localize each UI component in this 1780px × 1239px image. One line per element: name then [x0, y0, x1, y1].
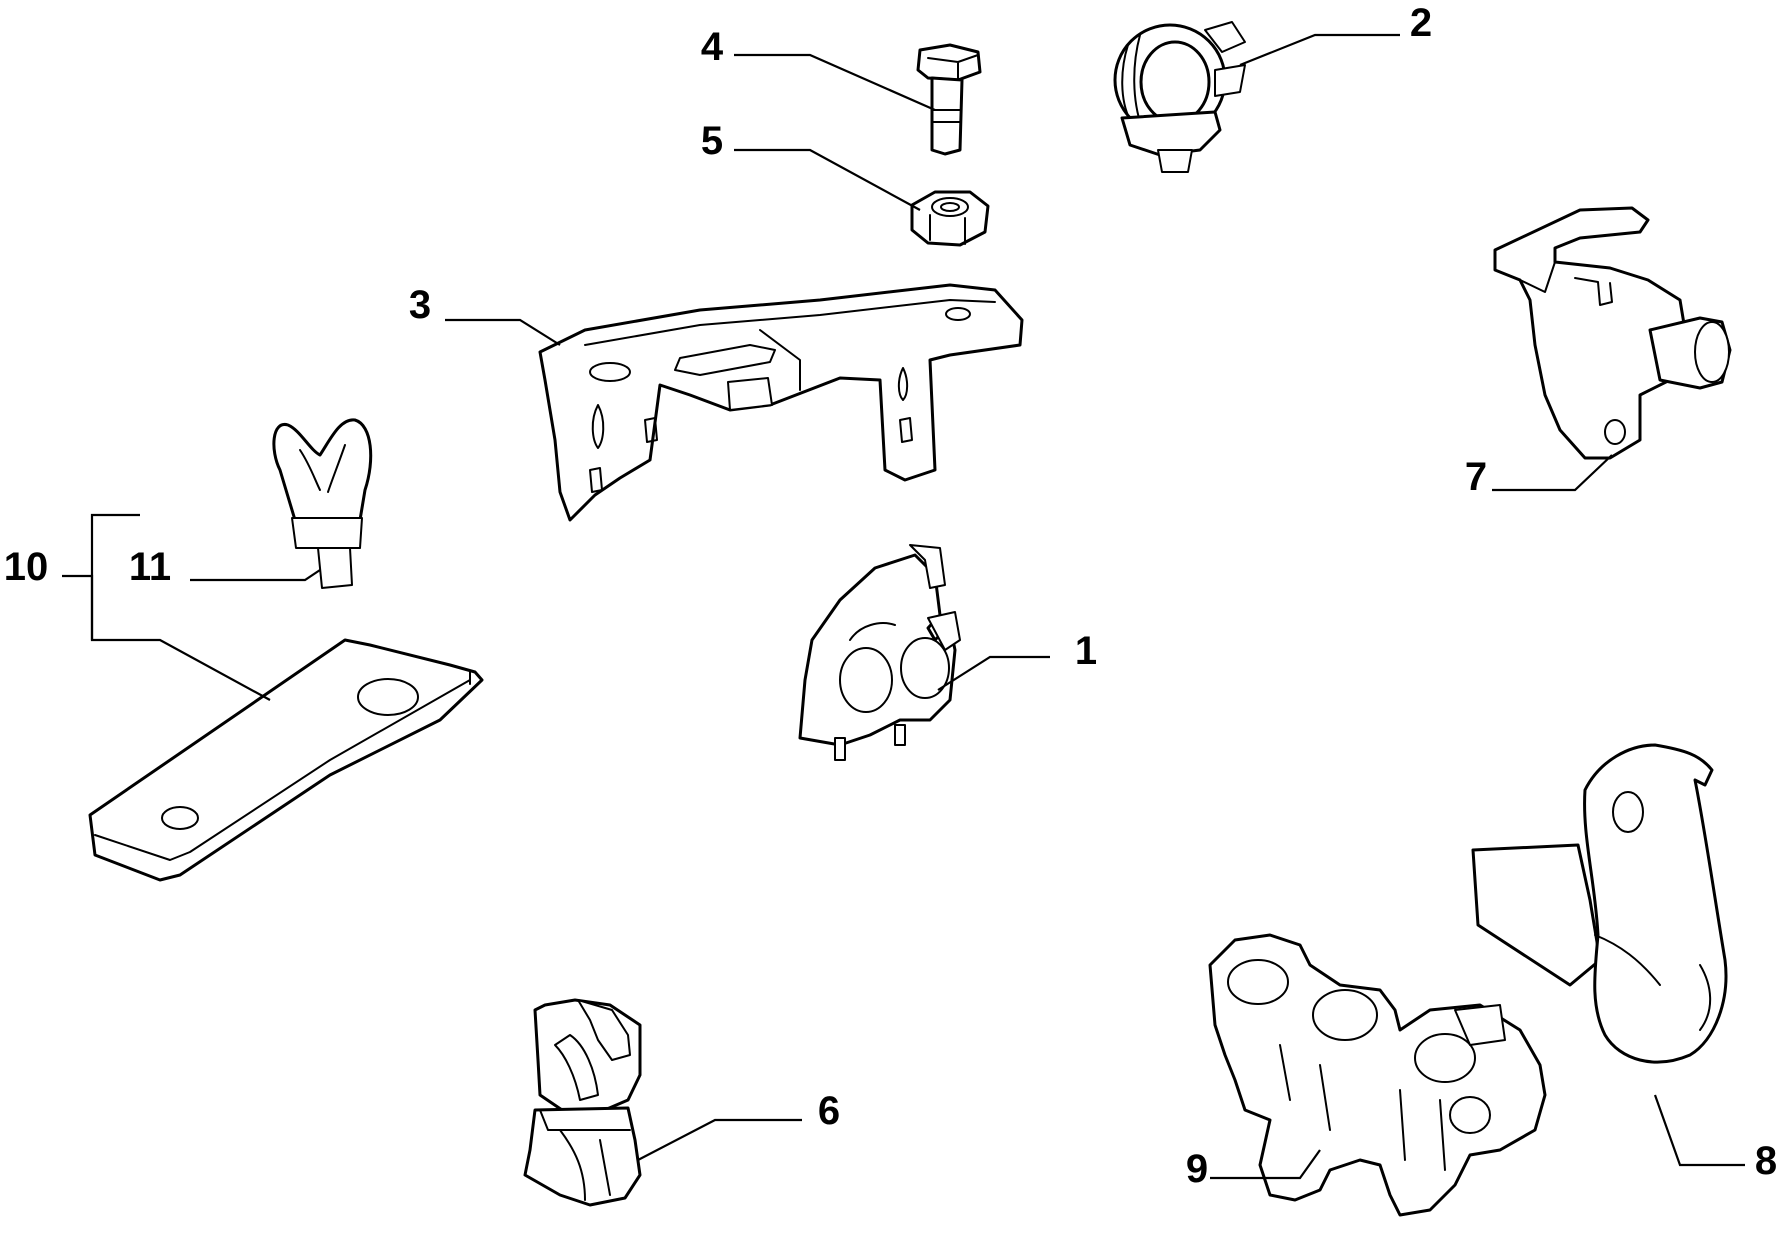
leader-lines	[62, 33, 1745, 1180]
part-8-hook-bracket	[1471, 743, 1728, 1064]
leader-line-4	[734, 53, 936, 112]
callout-6: 6	[818, 1089, 840, 1133]
callout-3: 3	[409, 283, 431, 327]
callout-7: 7	[1465, 455, 1487, 499]
part-10-flat-bracket	[88, 638, 484, 882]
part-1-double-pipe-clip	[798, 544, 961, 761]
leader-line-2	[1239, 33, 1400, 67]
callout-10: 10	[4, 545, 49, 589]
part-5-nut	[910, 190, 990, 247]
callout-5: 5	[701, 119, 723, 163]
part-9-multi-pipe-clip	[1208, 933, 1547, 1217]
leader-line-9	[1210, 1149, 1321, 1180]
part-3-bracket	[538, 283, 1024, 522]
part-2-round-clamp	[1113, 21, 1246, 173]
callout-8: 8	[1755, 1139, 1777, 1183]
part-4-bolt	[916, 43, 982, 156]
leader-line-1	[937, 655, 1050, 691]
callout-4: 4	[701, 25, 724, 69]
callout-2: 2	[1410, 1, 1432, 45]
leader-line-3	[445, 318, 561, 346]
part-7-bracket-with-stud	[1493, 206, 1732, 460]
leader-line-6	[637, 1118, 802, 1161]
leader-line-5	[734, 148, 921, 211]
leader-line-8	[1653, 1094, 1745, 1167]
callout-11: 11	[129, 545, 171, 589]
leader-bracket-10	[90, 513, 140, 640]
part-11-clip	[272, 418, 373, 589]
callout-9: 9	[1186, 1147, 1208, 1191]
leader-line-11	[190, 569, 321, 582]
part-6-spring-clip	[523, 998, 642, 1207]
callout-1: 1	[1075, 629, 1097, 673]
callout-labels: 4 5 2 3 7 11 10 1 6 9 8	[4, 1, 1777, 1191]
leader-line-7	[1492, 454, 1613, 492]
leader-line-10	[62, 574, 271, 701]
